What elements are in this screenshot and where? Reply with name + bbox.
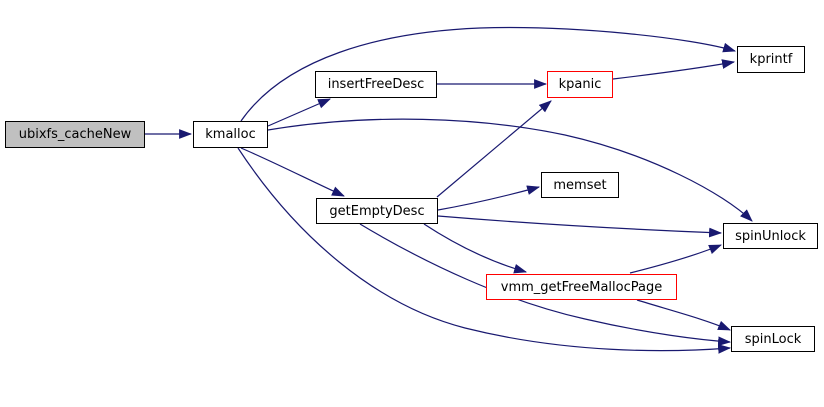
node-ubixfs-cacheNew: ubixfs_cacheNew [5, 121, 145, 148]
node-vmm-getFreeMallocPage[interactable]: vmm_getFreeMallocPage [486, 274, 677, 300]
node-kmalloc[interactable]: kmalloc [193, 121, 268, 148]
edge-vmm_getFreeMallocPage-spinLock [636, 299, 731, 331]
edge-getEmptyDesc-vmm_getFreeMallocPage [423, 223, 528, 274]
edge-getEmptyDesc-kpanic [436, 100, 552, 198]
node-memset[interactable]: memset [541, 172, 619, 198]
edge-kmalloc-insertFreeDesc [267, 98, 331, 127]
node-getEmptyDesc[interactable]: getEmptyDesc [316, 198, 438, 224]
edge-kmalloc-spinLock [237, 147, 732, 354]
node-insertFreeDesc[interactable]: insertFreeDesc [315, 71, 437, 98]
node-spinLock[interactable]: spinLock [731, 326, 815, 352]
edge-kmalloc-spinUnlock [267, 118, 753, 222]
edge-kmalloc-getEmptyDesc [240, 147, 345, 197]
edge-kmalloc-kprintf [240, 26, 737, 122]
edge-vmm_getFreeMallocPage-spinUnlock [629, 244, 723, 274]
edge-getEmptyDesc-spinLock [359, 223, 732, 347]
edge-getEmptyDesc-spinUnlock [437, 215, 723, 238]
node-kprintf[interactable]: kprintf [737, 46, 805, 73]
edge-kpanic-kprintf [612, 59, 736, 80]
node-kpanic[interactable]: kpanic [547, 71, 613, 98]
edge-getEmptyDesc-memset [437, 185, 541, 211]
node-spinUnlock[interactable]: spinUnlock [723, 223, 818, 249]
